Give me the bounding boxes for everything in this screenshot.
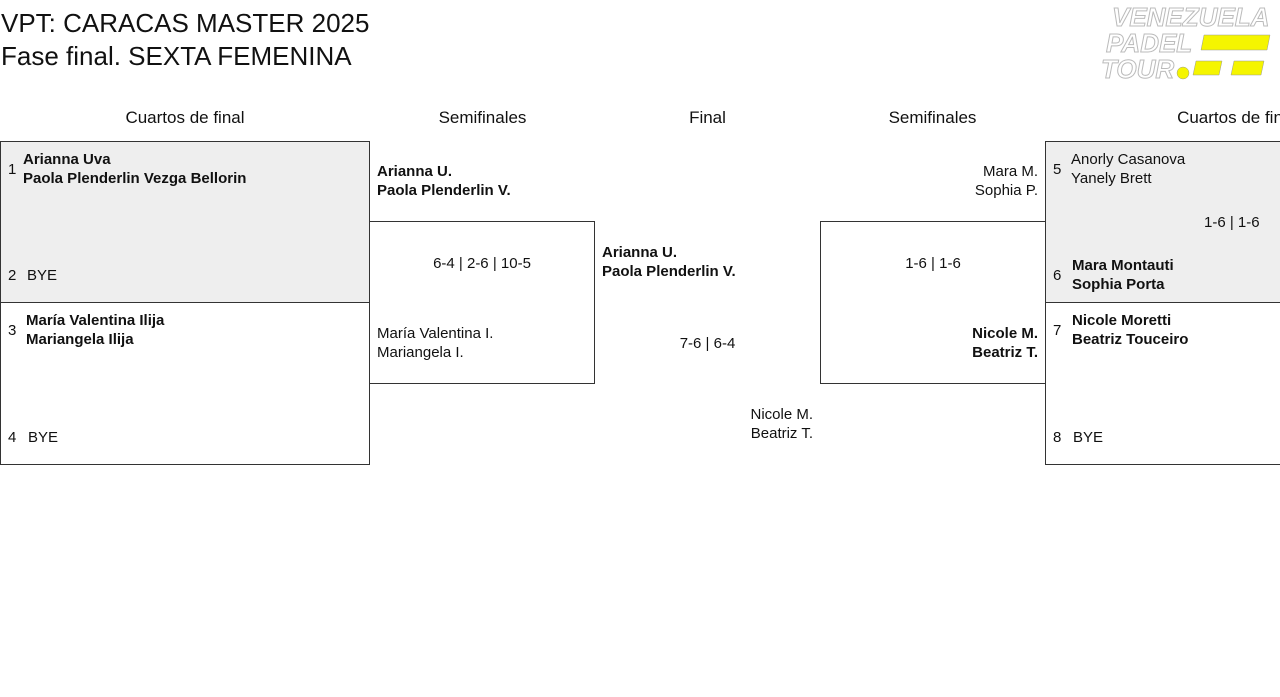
player-name: Mariangela Ilija: [26, 331, 134, 348]
player-name: Beatriz Touceiro: [1072, 331, 1189, 348]
round-header-sf-right: Semifinales: [888, 108, 977, 127]
page-subtitle: Fase final. SEXTA FEMENINA: [1, 41, 352, 71]
logo-text-padel: PADEL: [1106, 28, 1192, 58]
qf-right-match-2: 7 Nicole Moretti Beatriz Touceiro 8 BYE: [1045, 302, 1280, 465]
sf-left-team-b-player: Mariangela I.: [377, 344, 464, 361]
qf-left-match-1: 1 Arianna Uva Paola Plenderlin Vezga Bel…: [0, 141, 370, 303]
match-score: 6-4 | 2-6 | 10-5: [433, 255, 531, 272]
sf-right-team-b-player: Beatriz T.: [972, 344, 1038, 361]
sf-right-team-a-player: Sophia P.: [974, 182, 1038, 199]
player-name: Yanely Brett: [1071, 170, 1152, 187]
logo-text-tour: TOUR: [1101, 54, 1174, 82]
round-header-final: Final: [689, 108, 726, 127]
logo-text-venezuela: VENEZUELA: [1112, 2, 1269, 32]
bye-label: BYE: [1073, 429, 1104, 446]
sf-left-connector: 6-4 | 2-6 | 10-5 María Valentina I. Mari…: [369, 221, 595, 384]
round-header-sf-left: Semifinales: [438, 108, 527, 127]
player-name: María Valentina Ilija: [26, 312, 165, 329]
qf-right-match-1: 5 Anorly Casanova Yanely Brett 1-6 | 1-6…: [1045, 141, 1280, 303]
bye-label: BYE: [27, 267, 58, 284]
venezuela-padel-tour-logo: VENEZUELA PADEL TOUR: [1101, 2, 1271, 82]
sf-right-team-a-player: Mara M.: [982, 163, 1038, 180]
final-score: 7-6 | 6-4: [679, 335, 736, 352]
sf-right-connector: 1-6 | 1-6 Nicole M. Beatriz T.: [820, 221, 1046, 384]
player-name: Paola Plenderlin Vezga Bellorin: [23, 170, 247, 187]
seed-number: 7: [1053, 322, 1062, 339]
seed-number: 1: [8, 161, 17, 178]
final-team-b-player: Beatriz T.: [750, 425, 813, 442]
final-team-a-player: Paola Plenderlin V.: [602, 263, 736, 280]
sf-left-team-a-player: Paola Plenderlin V.: [377, 182, 511, 199]
match-score: 1-6 | 1-6: [905, 255, 961, 272]
logo-yellow-stripes: [1176, 34, 1271, 80]
match-score: 1-6 | 1-6: [1204, 214, 1260, 231]
round-header-qf-right: Cuartos de fin: [1177, 108, 1280, 127]
sf-right-team-b-player: Nicole M.: [972, 325, 1038, 342]
seed-number: 4: [8, 429, 17, 446]
bye-label: BYE: [28, 429, 59, 446]
player-name: Arianna Uva: [23, 151, 111, 168]
player-name: Nicole Moretti: [1072, 312, 1172, 329]
player-name: Anorly Casanova: [1071, 151, 1186, 168]
page-title: VPT: CARACAS MASTER 2025: [1, 8, 370, 38]
round-header-qf-left: Cuartos de final: [125, 108, 245, 127]
player-name: Sophia Porta: [1072, 276, 1165, 293]
qf-left-match-2: 3 María Valentina Ilija Mariangela Ilija…: [0, 302, 370, 465]
seed-number: 8: [1053, 429, 1062, 446]
seed-number: 6: [1053, 267, 1062, 284]
final-team-a-player: Arianna U.: [602, 244, 678, 261]
sf-left-team-b-player: María Valentina I.: [377, 325, 494, 342]
seed-number: 3: [8, 322, 17, 339]
seed-number: 5: [1053, 161, 1062, 178]
sf-left-team-a-player: Arianna U.: [377, 163, 453, 180]
seed-number: 2: [8, 267, 17, 284]
player-name: Mara Montauti: [1072, 257, 1174, 274]
final-team-b-player: Nicole M.: [750, 406, 813, 423]
